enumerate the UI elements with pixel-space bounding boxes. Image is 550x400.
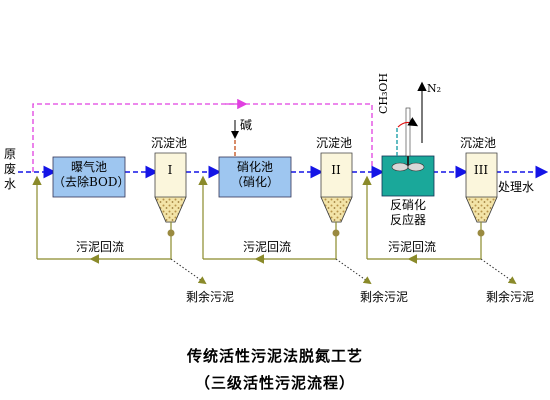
sludge-return-label-2: 污泥回流 — [243, 240, 292, 254]
denitrification-reactor-label: 反硝化 反应器 — [389, 198, 426, 227]
excess-sludge-label-2: 剩余污泥 — [360, 290, 409, 304]
clarifier-3 — [465, 152, 498, 223]
aeration-tank-name: 曝气池 — [70, 160, 107, 174]
nitrogen-label: N₂ — [427, 82, 442, 95]
outlet-label: 处理水 — [498, 180, 535, 194]
sludge-valve-1 — [167, 229, 175, 237]
sludge-return-label-1: 污泥回流 — [76, 240, 125, 254]
figure-subtitle: （三级活性污泥流程） — [194, 374, 355, 392]
methanol-label: CH₃OH — [377, 73, 390, 115]
excess-sludge-arrow-1 — [170, 258, 207, 285]
sludge-return-1 — [32, 175, 172, 260]
aeration-tank-sub: （去除BOD） — [53, 175, 130, 189]
aeration-tank-label: 曝气池 （去除BOD） — [53, 160, 130, 190]
aeration-tank — [52, 156, 126, 198]
excess-sludge-label-3: 剩余污泥 — [486, 290, 535, 304]
clarifier-1-title: 沉淀池 — [151, 136, 188, 150]
inlet-label: 原 废 水 — [4, 147, 17, 191]
sludge-valve-3 — [477, 229, 485, 237]
clarifier-2-title: 沉淀池 — [316, 136, 353, 150]
clarifier-2-numeral: II — [331, 163, 341, 177]
excess-sludge-arrow-3 — [480, 258, 517, 285]
clarifier-3-numeral: III — [473, 163, 489, 177]
sludge-valve-2 — [332, 229, 340, 237]
bypass-line — [32, 98, 373, 172]
sludge-return-3 — [362, 175, 482, 260]
clarifier-2 — [320, 152, 353, 223]
nitrification-tank-sub: （硝化） — [230, 175, 279, 189]
excess-sludge-label-1: 剩余污泥 — [186, 290, 235, 304]
alkali-label: 碱 — [240, 118, 253, 132]
figure-title: 传统活性污泥法脱氮工艺 — [186, 347, 363, 365]
sludge-return-2 — [198, 175, 337, 260]
sludge-return-label-3: 污泥回流 — [388, 240, 437, 254]
nitrification-tank-label: 硝化池 （硝化） — [219, 160, 291, 190]
excess-sludge-arrow-2 — [335, 258, 372, 285]
denitrification-reactor — [381, 107, 435, 197]
nitrification-tank — [218, 156, 292, 198]
clarifier-3-title: 沉淀池 — [460, 136, 497, 150]
clarifier-1 — [154, 152, 187, 223]
nitrification-tank-name: 硝化池 — [236, 160, 273, 174]
clarifier-1-numeral: I — [167, 163, 173, 177]
